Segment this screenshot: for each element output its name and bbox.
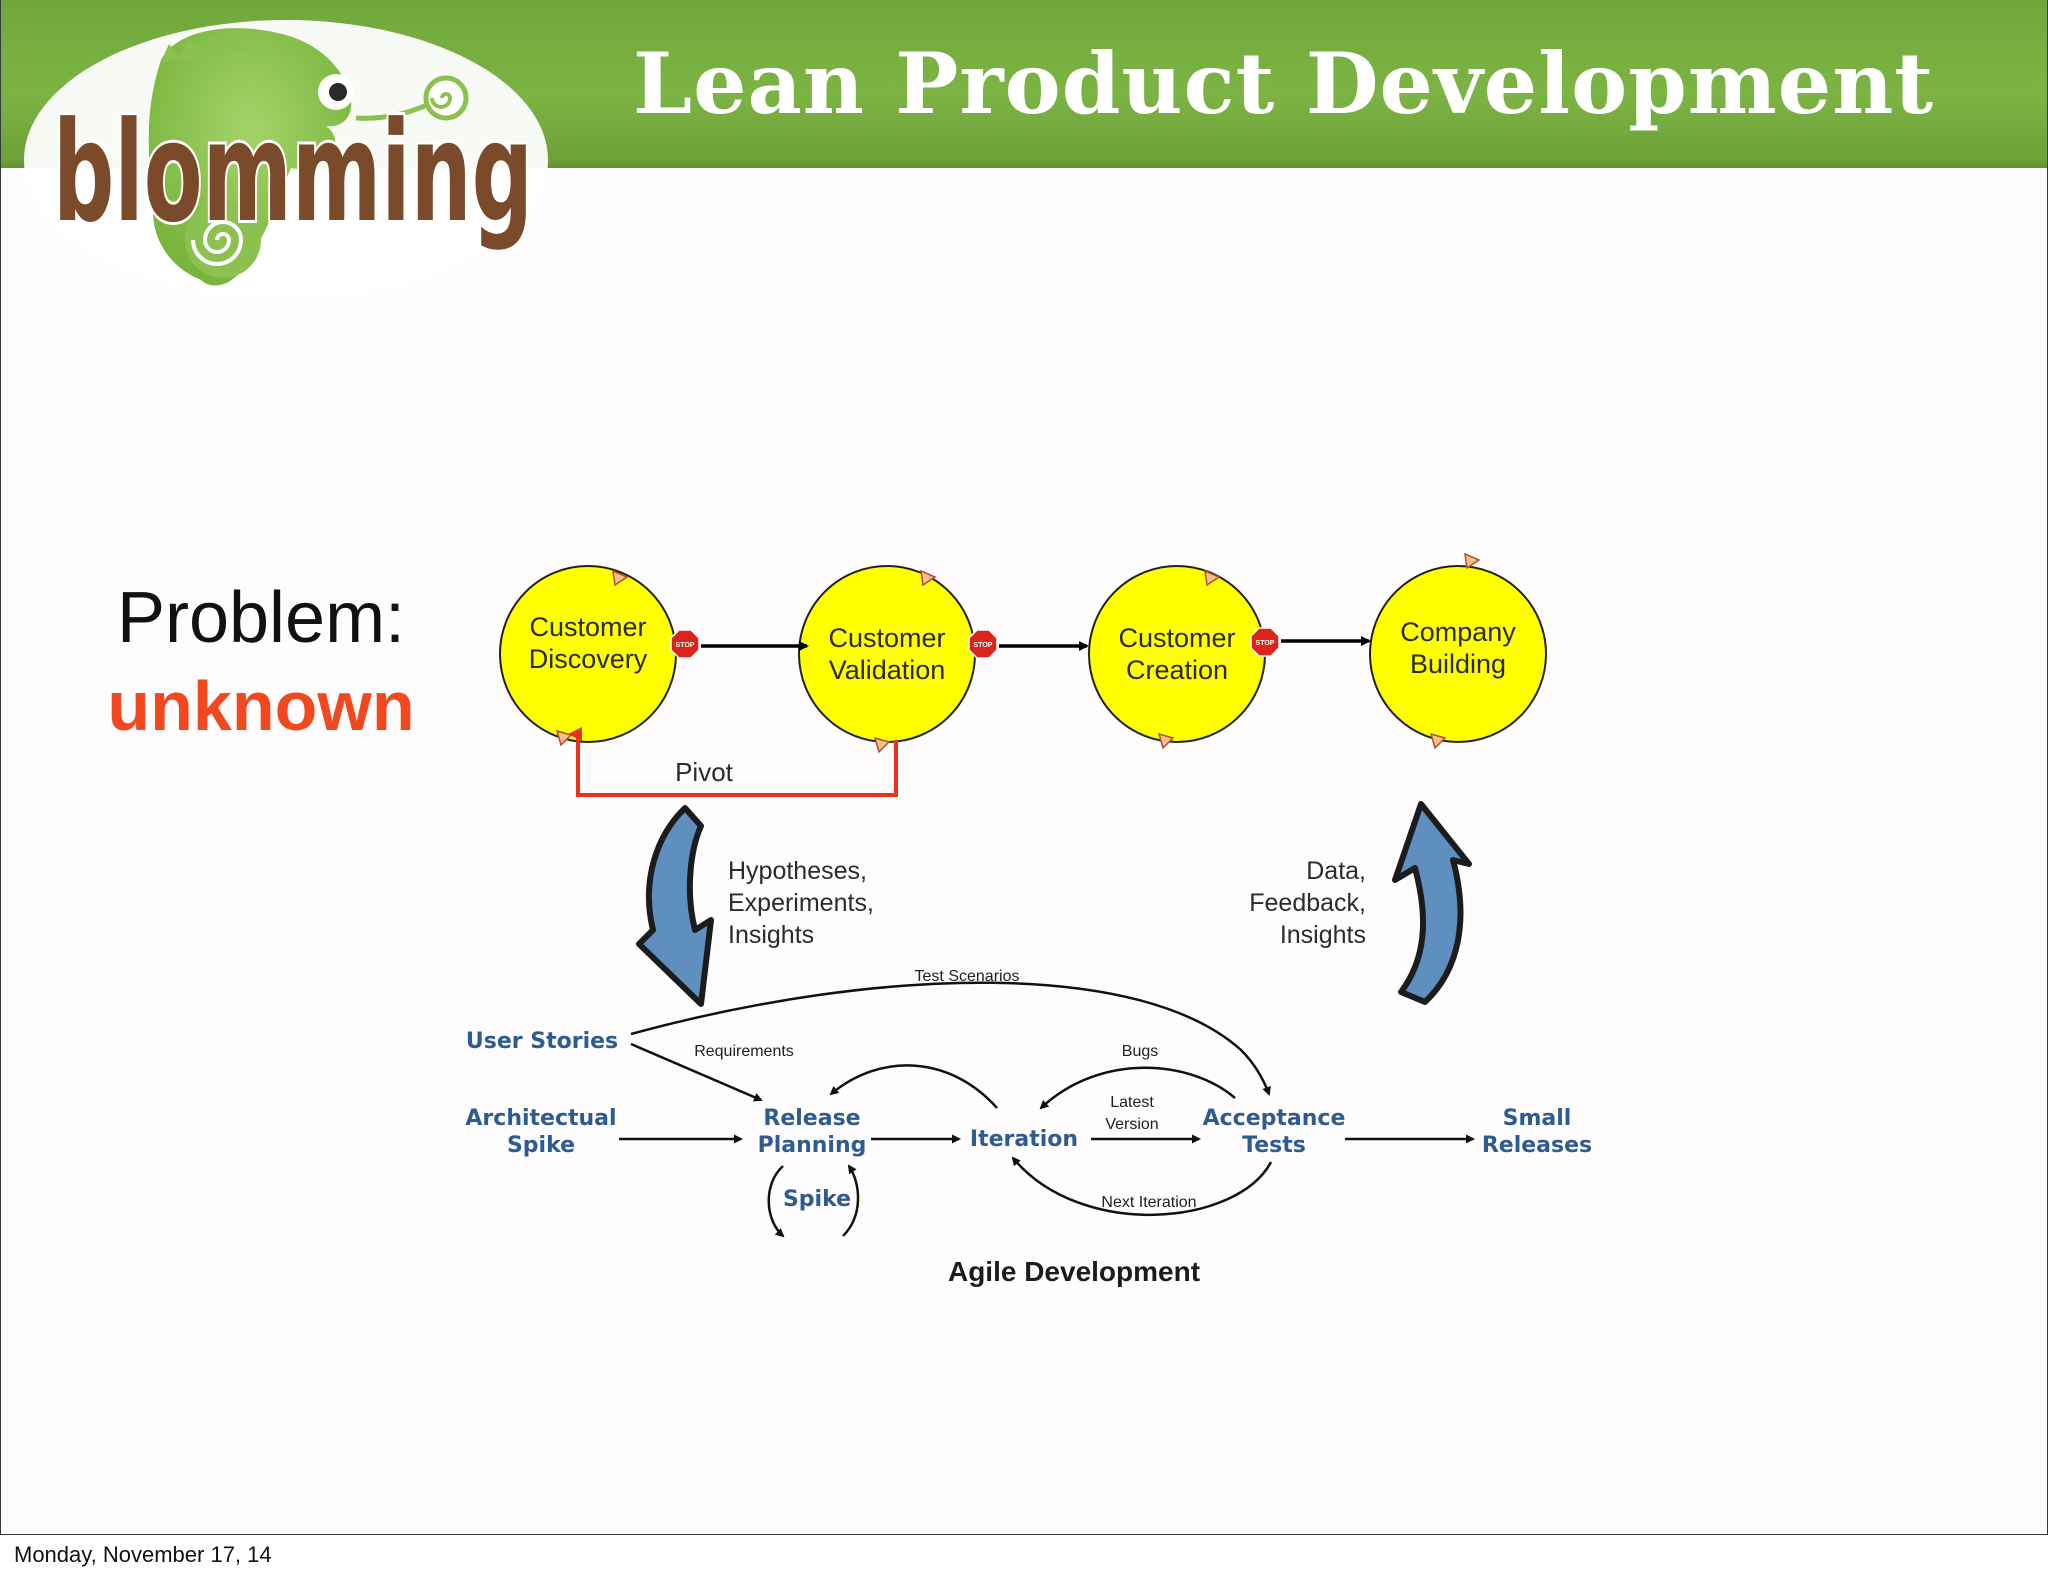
- chameleon-icon: [148, 28, 469, 286]
- stage-label-line2: Creation: [1126, 655, 1228, 685]
- stage-label-line2: Validation: [829, 655, 946, 685]
- agile-test-scenarios-label: Test Scenarios: [915, 968, 1020, 985]
- insights-text: Insights: [1280, 921, 1366, 949]
- stop-sign-label: STOP: [974, 642, 993, 649]
- big-up-arrow-icon: [1392, 801, 1472, 1005]
- stage-label-line1: Customer: [1118, 623, 1235, 653]
- problem-heading: Problem:: [116, 578, 406, 658]
- agile-architectural-spike: Spike: [507, 1133, 575, 1158]
- hypotheses-text: Hypotheses,: [728, 857, 867, 885]
- stage-company-building: Company Building: [1369, 552, 1547, 750]
- agile-next-iteration-label: Next Iteration: [1101, 1194, 1196, 1211]
- stage-label-line2: Building: [1410, 649, 1506, 679]
- agile-architectural-spike: Architectual: [465, 1106, 616, 1131]
- lean-diagram: Customer Discovery Customer Validation C…: [465, 552, 1592, 1287]
- agile-acceptance-tests: Acceptance: [1203, 1106, 1346, 1131]
- logo-wordmark: blomming: [53, 92, 533, 253]
- agile-connectors: [619, 981, 1475, 1238]
- blomming-logo: blomming: [24, 20, 548, 300]
- agile-small-releases: Releases: [1482, 1133, 1592, 1158]
- agile-user-stories: User Stories: [466, 1029, 618, 1054]
- agile-latest-version-label: Version: [1105, 1116, 1158, 1133]
- slide-title: Lean Product Development: [633, 34, 1935, 133]
- stop-sign-label: STOP: [1256, 640, 1275, 647]
- footer-date: Monday, November 17, 14: [14, 1542, 272, 1567]
- stop-sign-icon: STOP: [1250, 627, 1280, 657]
- stop-sign-label: STOP: [676, 642, 695, 649]
- stage-customer-validation: Customer Validation: [798, 565, 976, 754]
- big-down-arrow-icon: [636, 805, 714, 1007]
- agile-bugs-label: Bugs: [1122, 1043, 1158, 1060]
- agile-release-planning: Release: [763, 1106, 860, 1131]
- problem-value: unknown: [107, 667, 415, 745]
- feedback-text: Feedback,: [1249, 889, 1366, 917]
- stage-label-line1: Company: [1400, 617, 1516, 647]
- agile-caption: Agile Development: [948, 1256, 1200, 1287]
- stop-sign-icon: STOP: [968, 629, 998, 659]
- agile-latest-version-label: Latest: [1110, 1094, 1154, 1111]
- pivot-label: Pivot: [675, 757, 734, 787]
- stage-connector-arrows: [701, 636, 1371, 651]
- stage-label-line1: Customer: [529, 612, 646, 642]
- data-text: Data,: [1306, 857, 1366, 885]
- agile-release-planning: Planning: [758, 1133, 867, 1158]
- agile-small-releases: Small: [1503, 1106, 1572, 1131]
- pivot-loop-arrow: [568, 727, 898, 797]
- stage-label-line2: Discovery: [529, 644, 648, 674]
- agile-spike: Spike: [783, 1187, 851, 1212]
- stage-label-line1: Customer: [828, 623, 945, 653]
- insights-text: Insights: [728, 921, 814, 949]
- slide: Lean Product Development b: [0, 0, 2048, 1535]
- stage-customer-discovery: Customer Discovery: [499, 565, 677, 747]
- stop-sign-icon: STOP: [670, 629, 700, 659]
- agile-iteration: Iteration: [970, 1127, 1078, 1152]
- experiments-text: Experiments,: [728, 889, 874, 917]
- agile-requirements-label: Requirements: [694, 1043, 794, 1060]
- agile-acceptance-tests: Tests: [1242, 1133, 1306, 1158]
- stage-customer-creation: Customer Creation: [1088, 565, 1266, 750]
